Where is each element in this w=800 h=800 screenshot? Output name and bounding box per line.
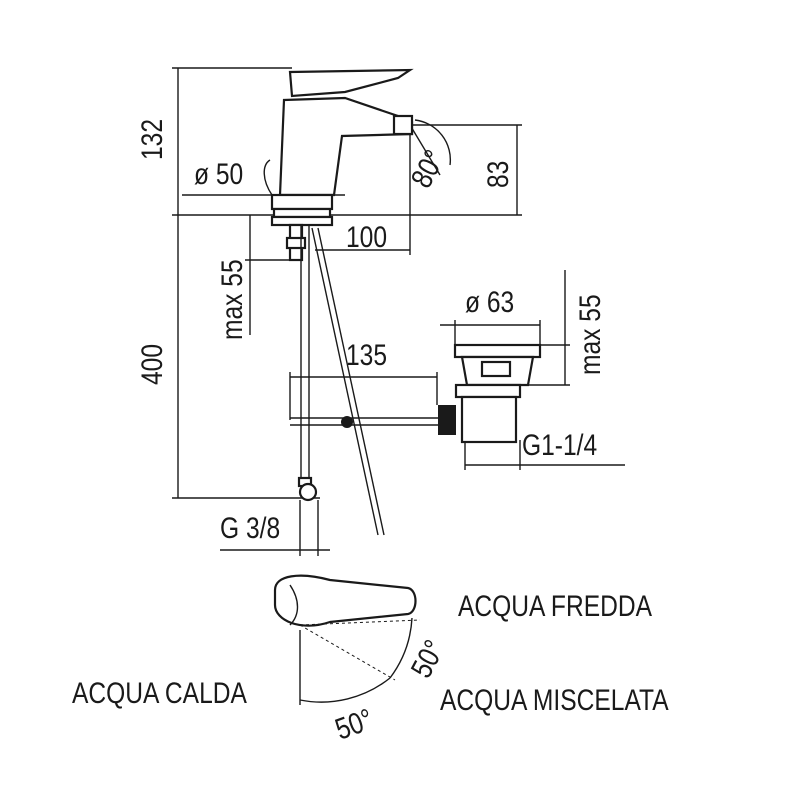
dim-base-diameter: ø 50 — [194, 157, 243, 191]
label-cold-water: ACQUA FREDDA — [458, 589, 653, 623]
dim-spout-reach: 100 — [346, 220, 387, 254]
pop-up-waste — [453, 343, 542, 444]
label-mixed-water: ACQUA MISCELATA — [440, 683, 669, 717]
dim-hose-length: 400 — [135, 344, 169, 385]
dim-spout-angle: 80° — [404, 144, 451, 193]
dim-rod-length: 135 — [346, 338, 387, 372]
dim-spout-height: 83 — [481, 161, 515, 188]
dim-max-thickness-left: max 55 — [215, 259, 249, 340]
dim-hose-thread: G 3/8 — [220, 511, 280, 545]
dim-waste-diameter: ø 63 — [465, 285, 514, 319]
angle-bottom: 50° — [331, 702, 378, 747]
angle-right: 50° — [404, 634, 451, 683]
dim-total-height: 132 — [135, 119, 169, 160]
label-hot-water: ACQUA CALDA — [72, 676, 248, 710]
faucet-top-view — [273, 574, 421, 705]
dimension-lines — [172, 67, 625, 556]
faucet-side-view — [263, 68, 456, 536]
dim-waste-thread: G1-1/4 — [522, 428, 597, 462]
dim-max-thickness-right: max 55 — [573, 294, 607, 375]
